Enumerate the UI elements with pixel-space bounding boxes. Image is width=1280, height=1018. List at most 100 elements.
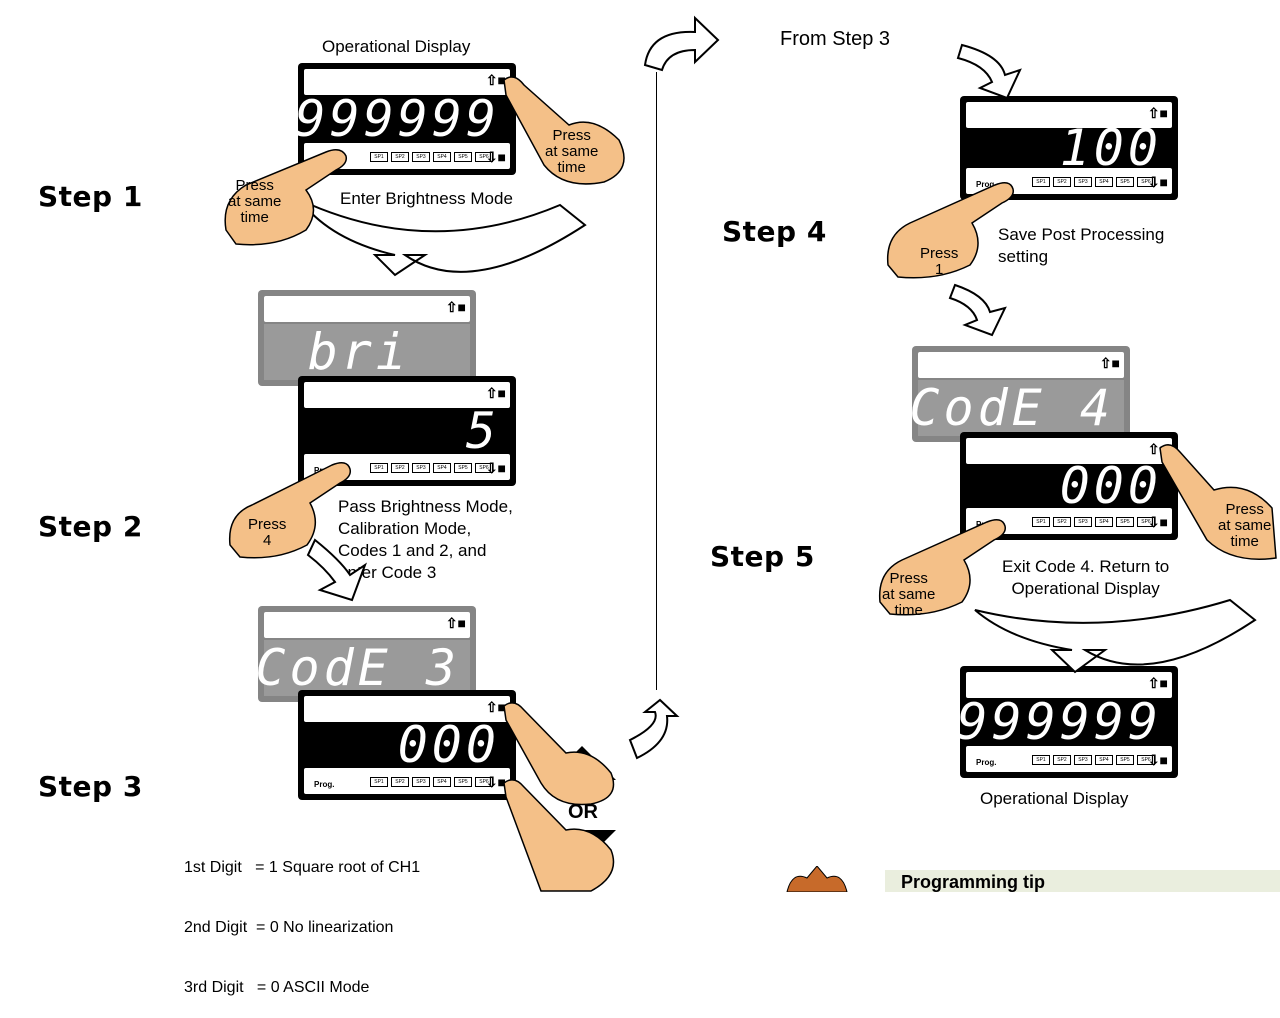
setpoint-indicator-sp1: SP1 [1032,177,1050,187]
meter-readout: 999999 [295,90,500,148]
mascot-icon [786,866,848,892]
setpoint-indicator-sp4: SP4 [433,152,451,162]
curved-arrow-icon [628,698,680,760]
setpoint-indicator-sp5: SP5 [1116,517,1134,527]
setpoint-indicator-sp2: SP2 [391,152,409,162]
setpoint-indicator-sp4: SP4 [1095,177,1113,187]
up-arrow-icon: ⇧■ [1099,355,1120,371]
setpoint-indicator-sp2: SP2 [1053,517,1071,527]
programming-tip-box: Programming tip [885,870,1280,892]
setpoint-indicator-sp3: SP3 [412,777,430,787]
curved-arrow-icon [643,15,720,72]
setpoint-indicator-sp3: SP3 [1074,517,1092,527]
pressing-hand-icon [228,462,352,559]
prog-label: Prog. [976,180,997,189]
meter-code4: CodE_4 ⇧■ [909,346,1130,442]
setpoint-indicator-sp6: SP6 [475,152,493,162]
curved-arrow-icon [956,43,1022,100]
curved-arrow-icon [306,538,368,602]
pass-text: Pass Brightness Mode, Calibration Mode, … [338,497,513,582]
pressing-hand-icon [224,149,348,246]
setpoint-indicator-sp5: SP5 [454,777,472,787]
programming-tip-title: Programming tip [901,872,1046,892]
setpoint-indicator-sp1: SP1 [370,152,388,162]
setpoint-indicator-sp4: SP4 [433,777,451,787]
meter-readout: 000 [1059,457,1162,515]
setpoint-indicator-sp1: SP1 [370,777,388,787]
meter-brightness: bri ⇧■ [258,290,476,386]
meter-readout: 5 [465,402,500,460]
setpoint-indicator-sp6: SP6 [475,463,493,473]
operational-display-label-top: Operational Display [322,37,471,56]
setpoint-indicator-sp1: SP1 [1032,517,1050,527]
setpoint-indicator-sp3: SP3 [1074,177,1092,187]
up-arrow-icon: ⇧■ [445,299,466,315]
setpoint-indicator-sp1: SP1 [370,463,388,473]
curved-arrow-icon [974,598,1257,674]
setpoint-indicator-sp2: SP2 [391,463,409,473]
meter-readout: 000 [397,716,500,774]
prog-label: Prog. [314,780,335,789]
pressing-hand-icon [878,519,1007,616]
meter-code3: CodE_3 ⇧■ [255,606,476,702]
prog-label: Prog. [976,758,997,767]
up-arrow-icon[interactable]: ⇧■ [485,385,506,401]
up-arrow-icon: ⇧■ [445,615,466,631]
setpoint-indicator-sp3: SP3 [412,463,430,473]
pressing-hand-icon [503,779,615,892]
setpoint-indicator-sp6: SP6 [475,777,493,787]
setpoint-indicator-sp2: SP2 [1053,755,1071,765]
step-3-label: Step 3 [38,770,143,803]
or-label: OR [568,801,598,823]
setpoint-indicator-sp6: SP6 [1137,517,1155,527]
setpoint-indicator-sp6: SP6 [1137,755,1155,765]
operational-display-label-bottom: Operational Display [980,789,1129,808]
setpoint-indicator-sp4: SP4 [1095,755,1113,765]
meter-readout: 999999 [957,693,1162,751]
setpoint-indicator-sp2: SP2 [1053,177,1071,187]
setpoint-indicator-sp5: SP5 [1116,177,1134,187]
meter-readout: CodE_4 [909,379,1114,437]
setpoint-indicator-sp5: SP5 [454,463,472,473]
setpoint-indicator-sp3: SP3 [1074,755,1092,765]
up-arrow-icon[interactable]: ⇧■ [485,72,506,88]
pressing-hand-icon [886,182,1015,279]
step-5-label: Step 5 [710,540,815,573]
setpoint-indicator-sp4: SP4 [433,463,451,473]
step-4-label: Step 4 [722,215,827,248]
up-arrow-icon[interactable]: ⇧■ [485,699,506,715]
enter-brightness-label: Enter Brightness Mode [340,189,513,208]
divider-line [656,72,657,690]
step-2-label: Step 2 [38,510,143,543]
exit-text: Exit Code 4. Return to Operational Displ… [1002,557,1170,598]
setpoint-indicator-sp5: SP5 [454,152,472,162]
meter-readout: bri [307,323,410,381]
from-step3-label: From Step 3 [780,28,891,50]
setpoint-indicator-sp4: SP4 [1095,517,1113,527]
pressing-hand-icon [503,702,615,806]
step-1-label: Step 1 [38,180,143,213]
curved-arrow-icon [948,283,1007,337]
setpoint-indicator-sp1: SP1 [1032,755,1050,765]
curved-arrow-icon [299,199,587,277]
pressing-hand-icon [503,76,625,185]
setpoint-indicator-sp2: SP2 [391,777,409,787]
setpoint-indicator-sp6: SP6 [1137,177,1155,187]
pressing-hand-icon [1159,444,1277,560]
setpoint-indicator-sp5: SP5 [1116,755,1134,765]
meter-readout: CodE_3 [255,639,460,697]
save-text: Save Post Processing setting [998,225,1165,266]
up-arrow-icon[interactable]: ⇧■ [1147,105,1168,121]
up-arrow-icon[interactable]: ⇧■ [1147,675,1168,691]
